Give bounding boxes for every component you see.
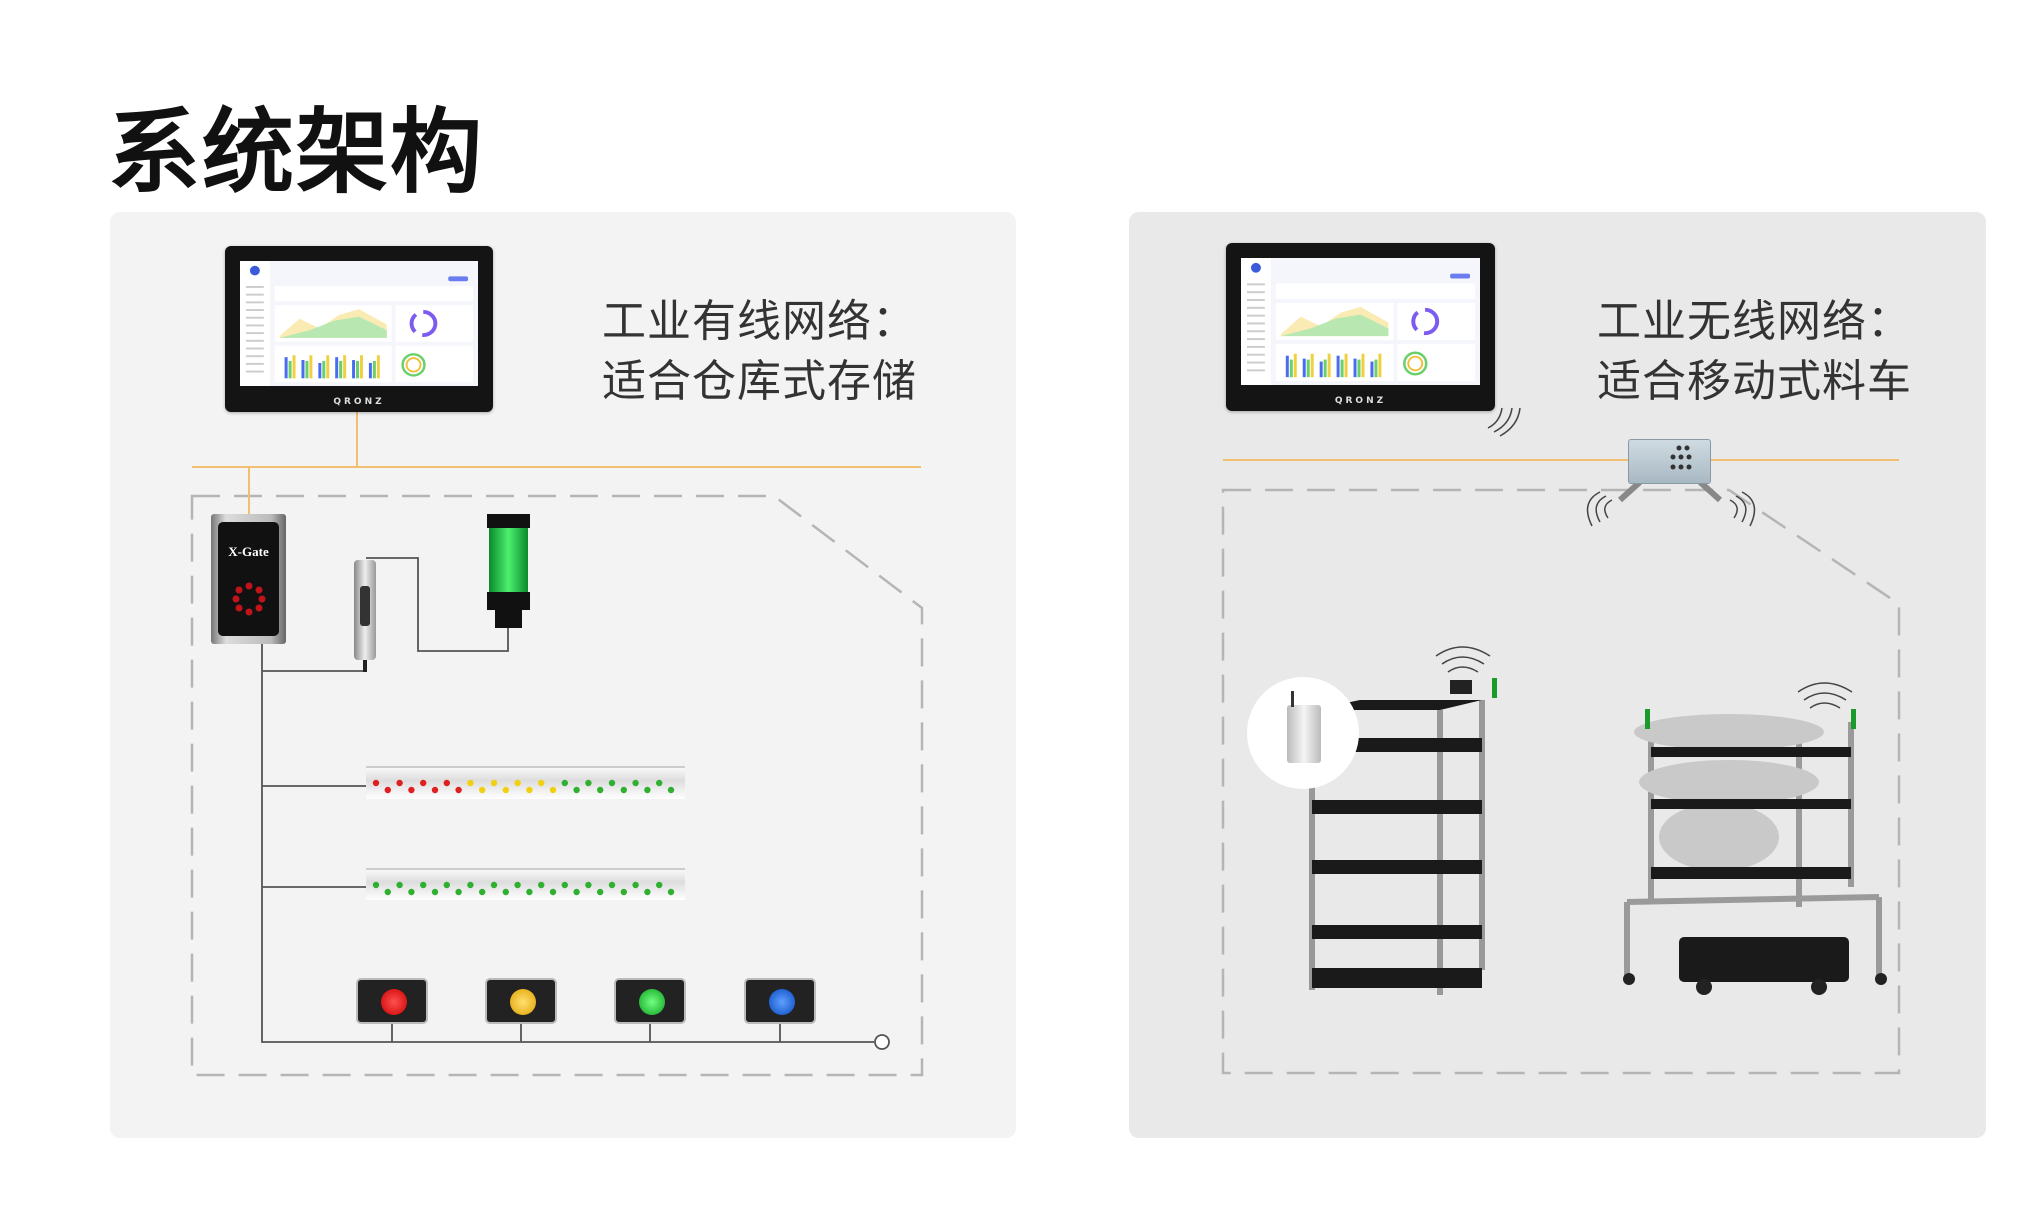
led-dot <box>443 881 450 889</box>
led-dot <box>585 881 592 889</box>
signal-tower-light <box>487 514 530 628</box>
led-dot <box>526 786 533 794</box>
page-title: 系统架构 <box>108 99 485 206</box>
wireless-access-point <box>1628 439 1711 484</box>
pick-button-green <box>614 978 686 1024</box>
wired-zone-boundary <box>190 494 924 1077</box>
button-drops <box>391 1023 781 1042</box>
led-dot <box>490 779 498 787</box>
wireless-node-device <box>1287 705 1321 763</box>
led-dot <box>490 881 498 889</box>
xgate-controller: X-Gate <box>211 514 286 644</box>
led-dot <box>514 881 521 889</box>
led-dot <box>443 779 450 787</box>
led-dot <box>573 786 580 794</box>
led-dot <box>396 881 403 889</box>
led-dot <box>396 779 403 787</box>
led-strip-green <box>366 868 685 900</box>
led-dot <box>644 786 651 794</box>
led-dot <box>608 779 616 787</box>
led-dot <box>549 888 557 896</box>
wired-heading-line1: 工业有线网络： <box>602 296 917 347</box>
pick-button-blue <box>744 978 816 1024</box>
led-dot <box>538 779 545 787</box>
led-dot <box>608 881 616 889</box>
led-dot <box>644 888 651 896</box>
led-dot <box>620 786 627 794</box>
led-dot <box>384 786 391 794</box>
led-dot <box>526 888 533 896</box>
led-dot <box>667 786 675 794</box>
led-dot <box>585 779 592 787</box>
led-ring-icon <box>232 582 266 616</box>
pick-button-yellow <box>485 978 557 1024</box>
led-dot <box>431 888 439 896</box>
led-dot <box>408 786 415 794</box>
led-dot <box>420 779 427 787</box>
wired-bus-line <box>192 412 921 515</box>
shelf-cart <box>1309 678 1497 995</box>
led-dot <box>420 881 427 889</box>
led-dot <box>455 888 462 896</box>
wired-heading: 工业有线网络： 适合仓库式存储 <box>602 292 917 412</box>
bus-terminator <box>874 1034 890 1050</box>
led-dot <box>408 888 415 896</box>
led-dot <box>667 888 675 896</box>
led-dot <box>467 881 474 889</box>
xgate-logo: X-Gate <box>228 544 269 559</box>
wireless-heading: 工业无线网络： 适合移动式料车 <box>1597 292 1912 412</box>
dashboard-screen <box>240 261 478 386</box>
led-dot <box>372 779 380 787</box>
led-dot <box>597 786 604 794</box>
led-dot <box>514 779 521 787</box>
led-dot <box>538 881 545 889</box>
led-dot <box>620 888 627 896</box>
monitor-brand: QRONZ <box>1334 396 1387 406</box>
led-dot <box>431 786 439 794</box>
wireless-heading-line1: 工业无线网络： <box>1597 296 1912 347</box>
wifi-wave-icon <box>1435 407 1853 709</box>
led-dot <box>502 888 509 896</box>
led-dot <box>467 779 474 787</box>
led-dot <box>384 888 391 896</box>
pick-button-red <box>356 978 428 1024</box>
left-monitor: QRONZ <box>225 246 493 412</box>
led-dot <box>372 881 380 889</box>
wireless-heading-line2: 适合移动式料车 <box>1597 356 1912 407</box>
dashboard-screen <box>1241 258 1480 385</box>
led-dot <box>549 786 557 794</box>
monitor-brand: QRONZ <box>333 397 385 407</box>
led-dot <box>455 786 462 794</box>
led-dot <box>502 786 509 794</box>
led-dot <box>597 888 604 896</box>
sensor-module <box>354 560 376 672</box>
reel-cart-agv <box>1623 709 1887 995</box>
led-dot <box>479 786 486 794</box>
right-monitor: QRONZ <box>1226 243 1495 411</box>
led-dot <box>573 888 580 896</box>
led-dot <box>656 779 663 787</box>
led-dot <box>632 881 639 889</box>
wired-heading-line2: 适合仓库式存储 <box>602 356 917 407</box>
gateway-trunk <box>261 644 874 1043</box>
led-dot <box>479 888 486 896</box>
led-dot <box>656 881 663 889</box>
wireless-module-icon <box>1450 680 1472 694</box>
led-dot <box>632 779 639 787</box>
led-dot <box>561 881 568 889</box>
light-wire <box>366 557 509 652</box>
sensor-wire <box>262 660 366 672</box>
wireless-node-callout <box>1247 677 1359 789</box>
wireless-zone-boundary <box>1221 488 1901 1075</box>
led-strip-mixed <box>366 766 685 799</box>
led-dot <box>561 779 568 787</box>
